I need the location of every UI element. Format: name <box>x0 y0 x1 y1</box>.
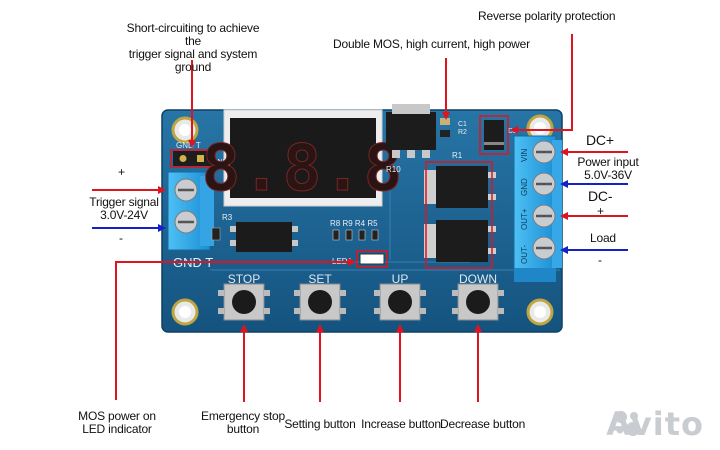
label-load: Load <box>590 231 616 245</box>
arrow-reverse-polarity <box>510 34 573 134</box>
mos-highlight <box>425 161 493 269</box>
regulator-chip <box>386 104 436 158</box>
pcb-gnd-t-top: GND T <box>176 141 201 150</box>
label-short-circuit: Short-circuiting to achieve the trigger … <box>126 21 260 74</box>
watermark-logo-icon <box>615 411 640 436</box>
pcb-c1: C1 <box>458 121 467 128</box>
up-tactile-button <box>374 283 426 321</box>
pcb-out-plus: OUT+ <box>520 208 529 230</box>
pcb-out-minus: OUT- <box>520 245 529 264</box>
diode-highlight <box>479 115 509 155</box>
led-highlight <box>356 250 388 268</box>
label-reverse-polarity: Reverse polarity protection <box>478 9 616 23</box>
pcb-r2: R2 <box>458 129 467 136</box>
pcb-vin: VIN <box>520 148 529 162</box>
pcb-down: DOWN <box>459 272 497 286</box>
pcb-r10: R10 <box>386 165 401 174</box>
pcb-gnd-term: GND <box>520 178 529 196</box>
label-load-minus: - <box>598 253 602 267</box>
pcb-up: UP <box>392 272 409 286</box>
trigger-terminal-block <box>167 171 214 251</box>
pcb-set: SET <box>308 272 332 286</box>
label-double-mos: Double MOS, high current, high power <box>333 37 530 51</box>
short-circuit-highlight <box>170 149 216 168</box>
blue-arrows <box>92 180 628 254</box>
watermark-text: Avito <box>606 405 704 443</box>
arrow-led <box>115 258 356 400</box>
diode-component <box>484 120 504 150</box>
label-setting: Setting button <box>284 417 356 431</box>
optocoupler-chip <box>230 222 298 252</box>
label-dc-plus: DC+ <box>586 132 614 148</box>
label-emergency-stop: Emergency stop button <box>201 409 285 436</box>
display-digits: 8.8.8 <box>202 132 405 206</box>
label-load-plus: + <box>597 204 604 218</box>
pcb-stop: STOP <box>228 272 260 286</box>
pcb-resistors: R8 R9 R4 R5 <box>330 219 378 228</box>
led1-component <box>359 253 385 265</box>
label-increase: Increase button <box>361 417 441 431</box>
pcb-r3: R3 <box>222 213 233 222</box>
label-dc-minus: DC- <box>588 188 613 204</box>
smd-resistors <box>332 229 379 241</box>
pcb-gnd-small: GND <box>212 159 228 166</box>
mosfet-1 <box>424 166 496 208</box>
mosfet-2 <box>424 220 496 262</box>
set-tactile-button <box>294 283 346 321</box>
label-power-input: Power input 5.0V-36V <box>577 155 639 182</box>
down-tactile-button <box>452 283 504 321</box>
pcb-r1: R1 <box>452 151 463 160</box>
power-load-terminal-block <box>513 135 562 282</box>
label-decrease: Decrease button <box>440 417 526 431</box>
label-trigger-minus: - <box>119 231 123 245</box>
label-trigger-signal: Trigger signal 3.0V-24V <box>89 195 159 222</box>
stop-tactile-button <box>218 283 270 321</box>
label-trigger-plus: + <box>118 165 125 179</box>
pin-header <box>173 151 213 166</box>
annotation-arrows <box>92 34 628 402</box>
label-mos-power-led: MOS power on LED indicator <box>78 409 156 436</box>
